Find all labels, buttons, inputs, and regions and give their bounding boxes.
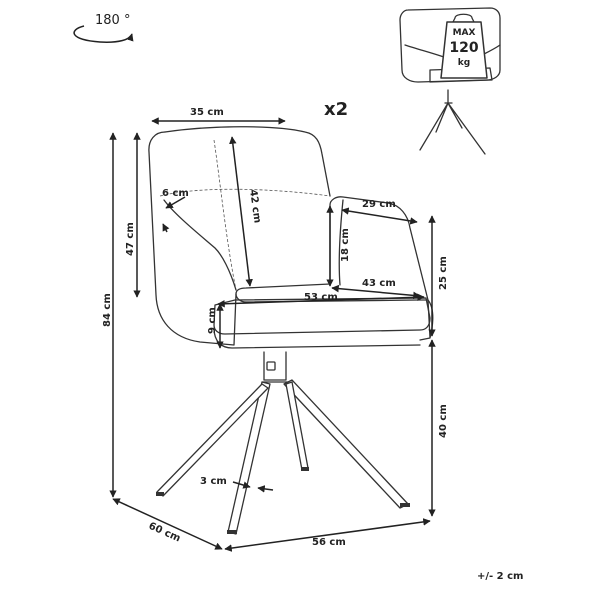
dim-armrest-width: 6 cm (162, 188, 189, 199)
dimension-lines (109, 117, 436, 552)
chair-drawing (148, 126, 434, 535)
dim-leg-width: 3 cm (200, 476, 227, 487)
dim-top-width: 35 cm (190, 107, 224, 118)
dim-seat-depth: 43 cm (362, 278, 396, 289)
dim-cushion-thickness: 9 cm (207, 307, 218, 334)
dim-width: 56 cm (312, 537, 346, 548)
capacity-unit: kg (458, 58, 470, 68)
dim-upper-height: 47 cm (125, 222, 136, 256)
dim-armrest-depth: 29 cm (362, 199, 396, 210)
dim-total-height: 84 cm (102, 293, 113, 327)
dim-armrest-height: 18 cm (340, 228, 351, 262)
dim-arm-to-seat: 25 cm (438, 256, 449, 290)
tolerance-label: +/- 2 cm (477, 571, 523, 582)
dim-seat-height: 40 cm (438, 404, 449, 438)
capacity-chair-illustration: MAX 120 kg (399, 7, 501, 155)
capacity-max: MAX (453, 28, 476, 38)
chair-backrest (148, 131, 434, 346)
quantity-label: x2 (324, 99, 348, 120)
rotation-arrow-icon (73, 25, 134, 43)
dim-depth: 60 cm (147, 521, 182, 545)
capacity-value: 120 (449, 40, 478, 56)
rotation-indicator: 180 ° (73, 13, 134, 43)
dim-backrest-height: 42 cm (247, 189, 263, 224)
weight-icon (440, 13, 488, 79)
dimension-labels: 35 cm 42 cm 6 cm 47 cm 29 cm 18 cm 43 cm… (102, 107, 449, 548)
dim-seat-width: 53 cm (304, 292, 338, 303)
rotation-label: 180 ° (95, 13, 130, 28)
